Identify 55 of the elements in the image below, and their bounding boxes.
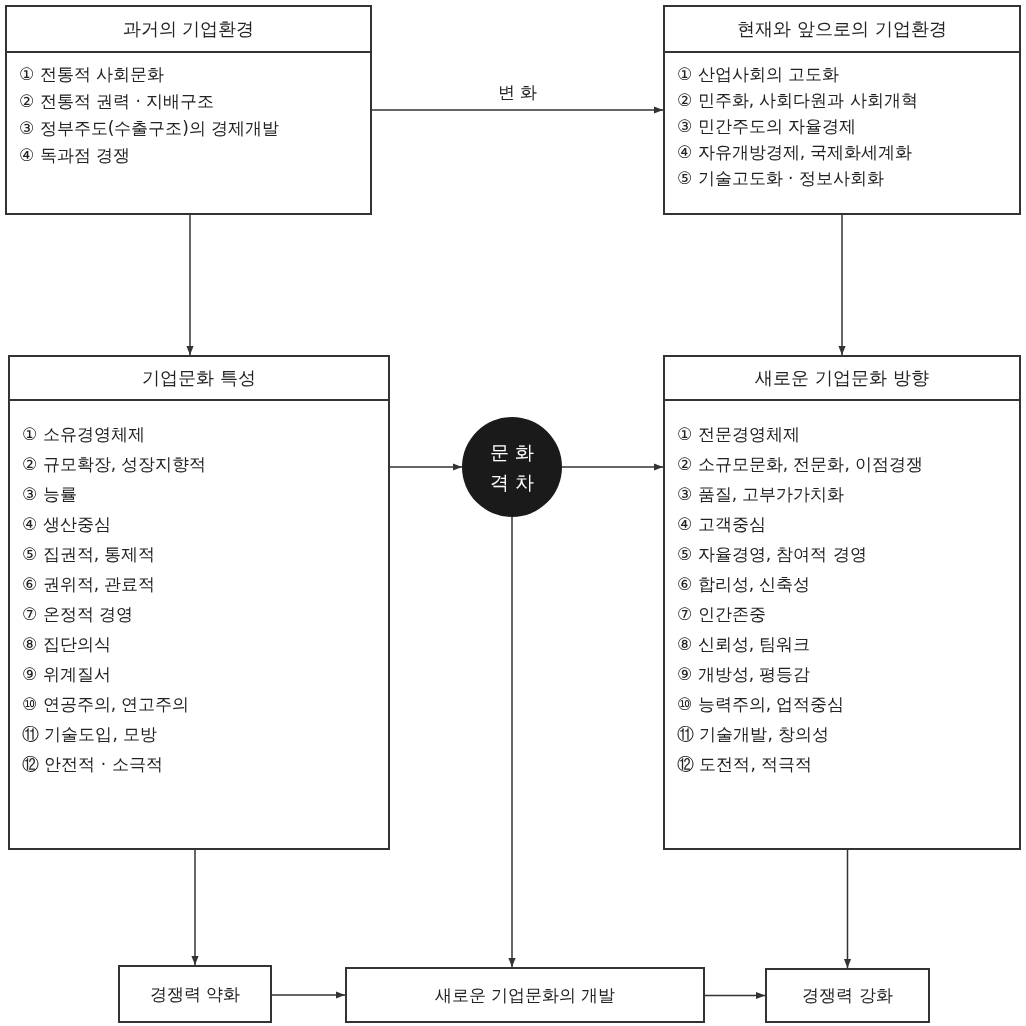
list-item: ⑫ 안전적 · 소극적 [22,753,164,776]
process-box: 새로운 기업문화의 개발 [345,967,705,1023]
list-item: ⑫ 도전적, 적극적 [677,753,814,776]
list-item: ② 민주화, 사회다원과 사회개혁 [677,89,919,112]
list-item: ⑨ 개방성, 평등감 [677,663,812,686]
arrow [191,849,199,966]
process-box: 경쟁력 약화 [118,965,272,1023]
arrow [389,463,463,471]
list-item: ③ 정부주도(수출구조)의 경제개발 [19,117,281,140]
list-item: ⑧ 집단의식 [22,633,112,656]
list-item: ⑤ 집권적, 통제적 [22,543,157,566]
box-heading: 새로운 기업문화 방향 [665,357,1019,401]
arrow [561,463,664,471]
list-item: ① 산업사회의 고도화 [677,63,841,86]
list-item: ⑦ 온정적 경영 [22,603,135,626]
arrow [508,516,516,968]
list-item: ⑦ 인간존중 [677,603,767,626]
list-item: ⑥ 합리성, 신축성 [677,573,812,596]
arrow [271,991,346,999]
list-item: ④ 자유개방경제, 국제화세계화 [677,141,914,164]
list-item: ① 전통적 사회문화 [19,63,166,86]
list-item: ⑤ 기술고도화 · 정보사회화 [677,167,885,190]
list-box [8,355,390,850]
list-item: ⑥ 권위적, 관료적 [22,573,157,596]
arrow [838,214,846,356]
list-box [663,355,1021,850]
list-item: ④ 고객중심 [677,513,767,536]
box-heading: 과거의 기업환경 [7,7,370,53]
list-item: ② 규모확장, 성장지향적 [22,453,208,476]
arrow [186,214,194,356]
list-item: ① 소유경영체제 [22,423,146,446]
list-item: ③ 품질, 고부가가치화 [677,483,846,506]
box-heading: 현재와 앞으로의 기업환경 [665,7,1019,53]
list-box [5,5,372,215]
process-box: 경쟁력 강화 [765,968,930,1023]
list-item: ① 전문경영체제 [677,423,801,446]
list-item: ⑩ 능력주의, 업적중심 [677,693,846,716]
list-item: ⑪ 기술개발, 창의성 [677,723,831,746]
list-item: ⑤ 자율경영, 참여적 경영 [677,543,868,566]
list-box [663,5,1021,215]
list-item: ⑪ 기술도입, 모방 [22,723,159,746]
circle-label: 문 화 격 차 [488,440,535,495]
list-item: ⑩ 연공주의, 연고주의 [22,693,191,716]
list-item: ⑧ 신뢰성, 팀워크 [677,633,812,656]
list-item: ⑨ 위계질서 [22,663,112,686]
list-item: ④ 독과점 경쟁 [19,144,132,167]
arrow [843,849,852,969]
arrow [704,991,766,1000]
list-item: ③ 능률 [22,483,78,506]
list-item: ④ 생산중심 [22,513,112,536]
list-item: ② 전통적 권력 · 지배구조 [19,90,216,113]
list-item: ② 소규모문화, 전문화, 이점경쟁 [677,453,925,476]
box-heading: 기업문화 특성 [10,357,388,401]
arrow [371,106,664,114]
list-item: ③ 민간주도의 자율경제 [677,115,858,138]
